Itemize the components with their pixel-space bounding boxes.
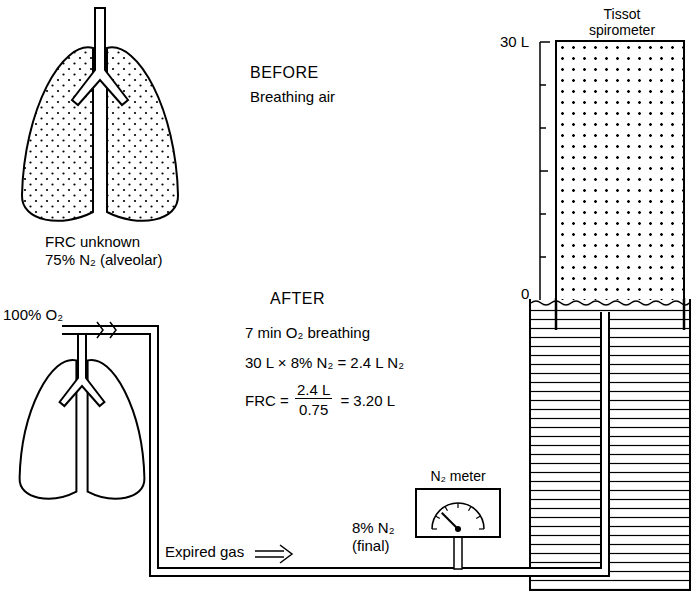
label: Expired gas — [165, 543, 244, 560]
meter-face — [415, 488, 501, 538]
trachea — [72, 8, 128, 105]
valve — [110, 322, 116, 338]
lungs-after — [20, 328, 145, 498]
scale-tick — [540, 127, 546, 129]
meter-tick — [469, 506, 472, 510]
n2-meter-dial: N₂ meter — [415, 488, 501, 538]
label: 30 L — [500, 33, 529, 50]
node-heading: N₂ meter — [430, 468, 485, 484]
label: 8% N₂ — [352, 519, 395, 536]
tubing — [62, 312, 605, 572]
scale-tick — [540, 84, 546, 86]
flow-arrow-shaft — [255, 556, 284, 558]
flow-arrow — [255, 545, 292, 563]
meter-case — [416, 489, 500, 537]
scale-tick — [540, 213, 546, 215]
valve — [97, 322, 103, 338]
label: FRC = — [245, 392, 289, 409]
left-lung — [20, 360, 77, 499]
label: 100% O₂ — [3, 306, 63, 323]
tube-outline — [62, 312, 605, 572]
label: FRC unknown — [45, 233, 140, 250]
meter-tick — [432, 528, 437, 529]
meter-arc — [432, 503, 484, 529]
meter-tick — [457, 503, 458, 508]
label: 30 L × 8% N₂ = 2.4 L N₂ — [245, 354, 404, 371]
meter-stem — [454, 537, 462, 569]
label: (final) — [352, 537, 390, 554]
flow-arrow-shaft — [255, 550, 284, 552]
label: 2.4 L — [295, 381, 332, 399]
right-lung — [88, 360, 145, 499]
label: AFTER — [270, 290, 325, 307]
label: = 3.20 L — [340, 392, 395, 409]
label: 75% N₂ (alveolar) — [45, 251, 163, 268]
node-heading: Tissot spirometer — [589, 6, 655, 38]
bell-wall-left — [555, 298, 558, 330]
lungs-before — [22, 8, 178, 221]
meter-tick — [476, 516, 480, 519]
scale-tick — [540, 256, 546, 258]
trachea — [60, 328, 105, 406]
volume-scale — [540, 42, 550, 300]
flow-arrow-head — [280, 545, 292, 563]
meter-needle — [442, 513, 458, 529]
scale-tick — [540, 170, 548, 172]
label: 0 — [521, 285, 529, 302]
right-lung — [107, 47, 178, 220]
label: 0.75 — [299, 401, 328, 418]
spirometer-bell: Tissot spirometer — [555, 40, 685, 300]
label: BEFORE — [250, 64, 319, 81]
label: 7 min O₂ breathing — [245, 324, 370, 341]
meter-tick — [445, 506, 448, 510]
left-lung — [22, 47, 93, 220]
meter-pivot — [455, 526, 461, 532]
bell-wall-right — [683, 298, 686, 330]
scale-tick — [540, 41, 550, 43]
meter-tick — [435, 516, 439, 519]
tube-bore — [62, 312, 605, 572]
label: Breathing air — [250, 88, 335, 105]
meter-tick — [479, 528, 484, 529]
water-surface — [531, 301, 689, 305]
